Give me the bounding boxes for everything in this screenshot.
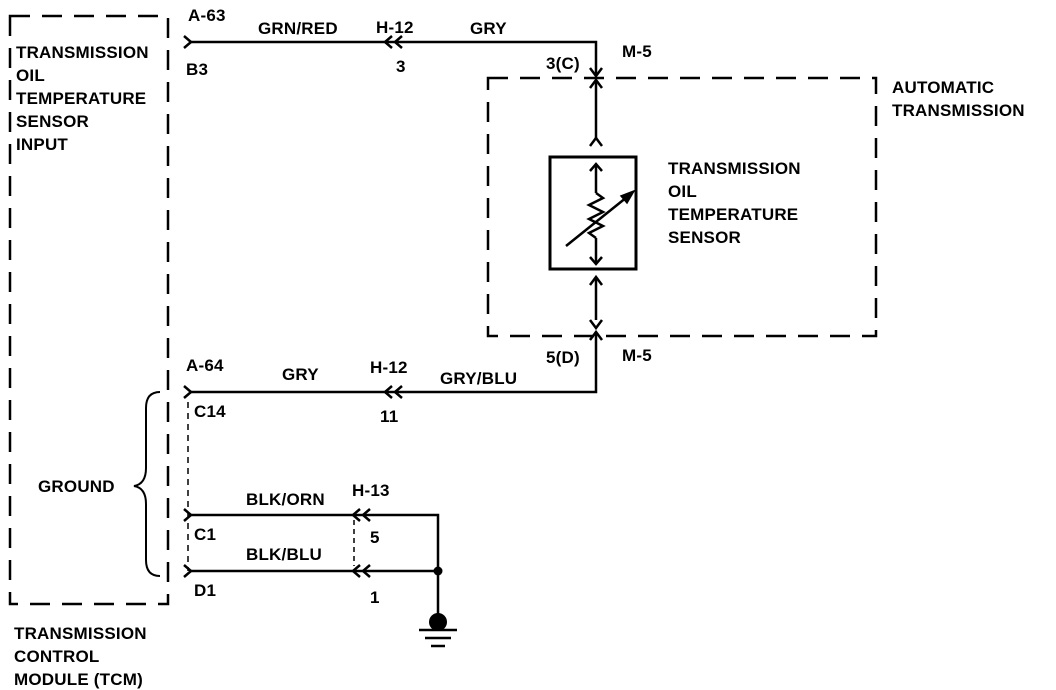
connector-h12-bottom-label: H-12 — [370, 358, 408, 377]
connector-h12-bottom-mark — [383, 385, 393, 399]
connector-m5-bottom-mark — [589, 319, 603, 331]
wire-grn-red-gry — [190, 40, 598, 76]
thermistor-arrow — [565, 192, 633, 247]
tcm-boundary — [8, 14, 170, 606]
wire-blk-orn — [190, 513, 440, 629]
connector-h12-top-mark — [383, 35, 393, 49]
connector-d1-label: D1 — [194, 581, 217, 600]
connector-a64-label: A-64 — [186, 356, 224, 375]
tcm-module-label: TRANSMISSION CONTROL MODULE (TCM) — [14, 624, 147, 689]
wire-gry-blu-label: GRY/BLU — [440, 369, 518, 388]
connector-a63-label: A-63 — [188, 6, 226, 25]
wire-grn-red-label: GRN/RED — [258, 19, 338, 38]
connector-d1-mark — [183, 564, 193, 578]
connector-m5-top-pin: 3(C) — [546, 54, 580, 73]
connector-m5-bottom-pin: 5(D) — [546, 348, 580, 367]
connector-c1-mark — [183, 508, 193, 522]
connector-a63-mark — [183, 35, 193, 49]
connector-c14-label: C14 — [194, 402, 226, 421]
ground-icon — [429, 613, 447, 631]
wire-blk-blu-label: BLK/BLU — [246, 545, 322, 564]
ground-label: GROUND — [38, 477, 115, 496]
connector-m5-top-label: M-5 — [622, 42, 652, 61]
wire-gry-top-label: GRY — [470, 19, 507, 38]
wire-gry-blu-gry — [190, 332, 598, 394]
sensor-box — [548, 155, 638, 271]
connector-c1-label: C1 — [194, 525, 217, 544]
connector-m5-bottom-label: M-5 — [622, 346, 652, 365]
connector-h12-top-label: H-12 — [376, 18, 414, 37]
sensor-label: TRANSMISSION OIL TEMPERATURE SENSOR — [668, 159, 801, 247]
tcm-input-label: TRANSMISSION OIL TEMPERATURE SENSOR INPU… — [16, 43, 149, 154]
connector-m5-top-mark — [589, 67, 603, 79]
thermistor-zigzag — [586, 191, 606, 240]
wire-gry-bottom-label: GRY — [282, 365, 319, 384]
ground-brace — [133, 391, 161, 577]
wire-blk-orn-label: BLK/ORN — [246, 490, 325, 509]
connector-h12-bottom-pin: 11 — [380, 407, 399, 426]
connector-b3-label: B3 — [186, 60, 209, 79]
connector-h12-top-pin: 3 — [396, 57, 406, 76]
splice-dot — [433, 566, 443, 576]
transmission-label: AUTOMATIC TRANSMISSION — [892, 78, 1025, 120]
transmission-boundary — [486, 76, 878, 338]
connector-a64-mark — [183, 385, 193, 399]
connector-h13-label: H-13 — [352, 481, 390, 500]
connector-h13-pin1: 1 — [370, 588, 380, 607]
connector-h13-pin5: 5 — [370, 528, 380, 547]
